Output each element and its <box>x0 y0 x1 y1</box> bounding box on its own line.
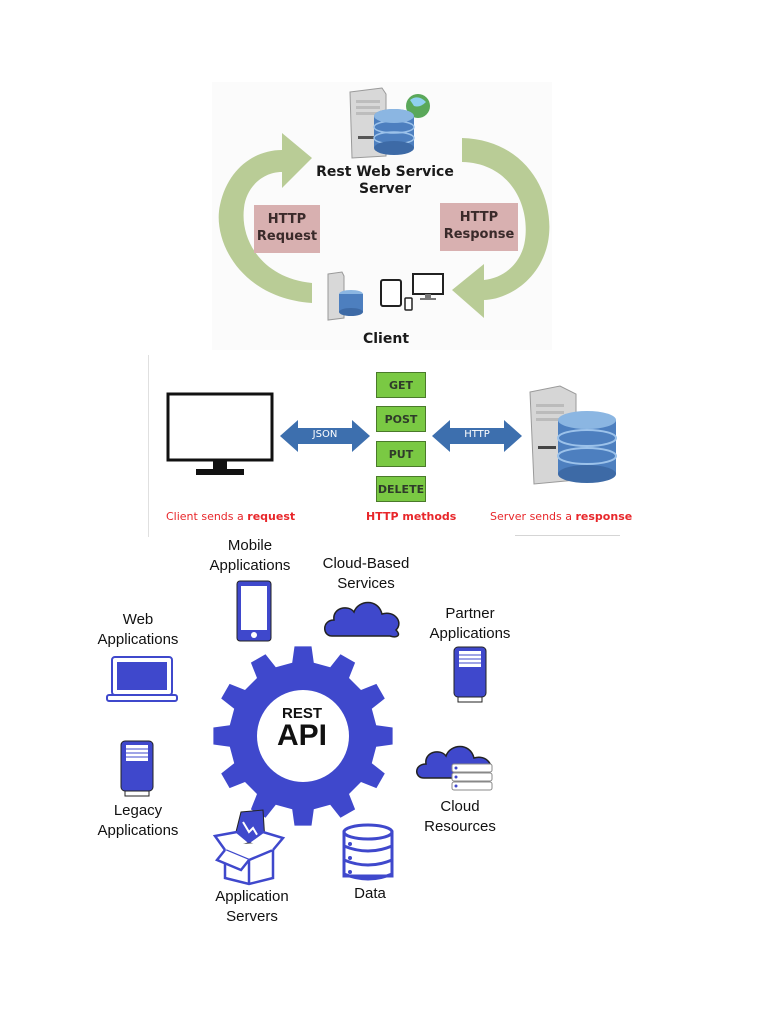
method-delete: DELETE <box>376 476 426 502</box>
http-request-line2: Request <box>256 229 318 244</box>
http-response-line1: HTTP <box>459 210 499 226</box>
server-caption-bold: response <box>575 510 633 523</box>
client-caption-bold: request <box>247 510 296 523</box>
node-cloud-resources-line2: Resources <box>424 818 496 835</box>
node-data-line1: Data <box>354 885 386 902</box>
http-response-line2: Response <box>443 227 515 242</box>
methods-caption: HTTP methods <box>366 510 456 523</box>
node-partner-label: Partner Applications <box>420 604 520 644</box>
gear-icon <box>213 646 393 826</box>
node-partner-line1: Partner <box>445 605 495 622</box>
client-caption-prefix: Client sends a <box>166 510 248 523</box>
node-mobile-line2: Applications <box>209 557 291 574</box>
method-get: GET <box>376 372 426 398</box>
server-label: Rest Web Service Server <box>310 164 460 198</box>
node-web-line2: Applications <box>97 631 179 648</box>
node-legacy-line2: Applications <box>97 822 179 839</box>
node-mobile-line1: Mobile <box>227 537 273 554</box>
http-arrow <box>432 420 522 452</box>
node-legacy-label: Legacy Applications <box>88 801 188 841</box>
node-data-label: Data <box>330 884 410 904</box>
http-request-line1: HTTP <box>267 212 307 228</box>
cloud-storage-icon <box>416 745 493 791</box>
client-monitor-icon <box>166 392 274 475</box>
server-label-line2: Server <box>358 180 411 197</box>
rest-api-label: REST API <box>262 706 342 751</box>
json-arrow-label: JSON <box>312 429 338 440</box>
node-mobile-label: Mobile Applications <box>200 536 300 576</box>
node-app-servers-line1: Application <box>215 888 289 905</box>
node-web-line1: Web <box>122 611 154 628</box>
web-server-icon <box>349 87 430 159</box>
gear-hub <box>257 690 349 782</box>
method-put: PUT <box>376 441 426 467</box>
client-caption: Client sends a request <box>166 510 295 523</box>
server-caption-prefix: Server sends a <box>490 510 576 523</box>
node-cloud-resources-line1: Cloud <box>440 798 480 815</box>
laptop-icon <box>106 656 178 702</box>
request-arrow-body <box>218 133 312 303</box>
node-web-label: Web Applications <box>88 610 188 650</box>
node-cloud-services-line1: Cloud-Based <box>322 555 410 572</box>
node-cloud-services-line2: Services <box>337 575 395 592</box>
server-caption: Server sends a response <box>490 510 632 523</box>
client-devices-icon <box>327 271 444 321</box>
cloud-icon <box>324 601 400 638</box>
node-legacy-line1: Legacy <box>113 802 163 819</box>
method-post: POST <box>376 406 426 432</box>
node-partner-line2: Applications <box>429 625 511 642</box>
node-app-servers-label: Application Servers <box>200 887 304 927</box>
legacy-server-icon <box>120 740 154 797</box>
json-arrow <box>280 420 370 452</box>
client-label: Client <box>362 331 410 347</box>
node-cloud-services-label: Cloud-Based Services <box>311 554 421 594</box>
partner-server-icon <box>453 646 487 703</box>
http-request-box: HTTP Request <box>254 205 320 253</box>
methods-caption-text: HTTP methods <box>366 510 457 523</box>
response-arrow-body <box>452 138 550 318</box>
smartphone-icon <box>236 580 272 642</box>
rest-label: REST <box>281 705 322 722</box>
server-label-line1: Rest Web Service <box>316 164 454 180</box>
api-label: API <box>276 719 327 752</box>
open-box-icon <box>212 809 286 886</box>
node-app-servers-line2: Servers <box>226 908 278 925</box>
database-icon <box>342 823 394 881</box>
http-response-box: HTTP Response <box>440 203 518 251</box>
panel-divider <box>515 535 620 536</box>
server-db-icon <box>529 385 617 485</box>
node-cloud-resources-label: Cloud Resources <box>410 797 510 837</box>
http-arrow-label: HTTP <box>464 429 490 440</box>
